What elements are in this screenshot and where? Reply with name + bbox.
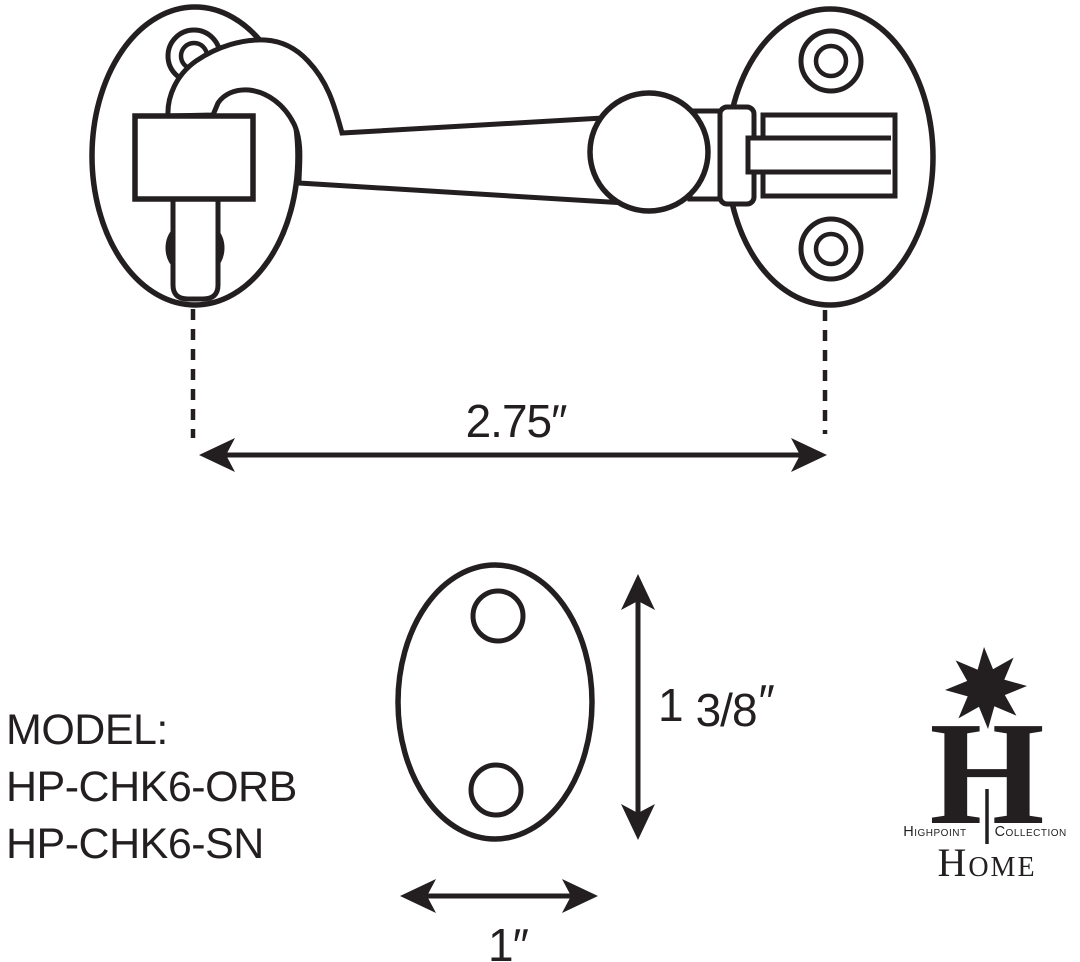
arrowhead-down-icon <box>621 804 655 840</box>
catch-post <box>170 196 221 302</box>
height-fraction: 3/8 <box>695 684 758 736</box>
plate-outline <box>395 562 595 842</box>
height-whole: 1 <box>658 679 684 731</box>
width-dimension-label: 2.75″ <box>396 394 636 448</box>
model-number-orb: HP-CHK6-ORB <box>6 763 297 811</box>
model-label: MODEL: <box>6 706 168 754</box>
starburst-icon <box>945 647 1027 729</box>
logo-brand-line: Highpoint Collection <box>868 824 1080 840</box>
model-number-sn: HP-CHK6-SN <box>6 820 264 868</box>
arrowhead-up-icon <box>621 574 655 610</box>
model-info: MODEL: HP-CHK6-ORB HP-CHK6-SN <box>6 702 297 873</box>
plate-width-dimension-label: 1″ <box>448 918 568 962</box>
height-dimension <box>621 574 655 840</box>
knob-ball <box>587 90 711 214</box>
plate-width-value: 1 <box>488 919 514 962</box>
plate-width-dimension <box>400 879 598 913</box>
arrowhead-left-icon <box>400 879 436 913</box>
brand-name-right: Collection <box>994 824 1067 840</box>
wordmark-text: Home <box>937 840 1037 885</box>
strike-pin-mask <box>746 136 890 174</box>
arrowhead-left-icon <box>199 438 235 472</box>
width-dimension <box>190 309 828 472</box>
plate-detail-view <box>395 562 595 842</box>
plate-width-unit: ″ <box>512 919 529 962</box>
right-screw-hole-bottom-inner <box>813 231 849 267</box>
brand-logo: H Highpoint Collection Home <box>860 640 1080 890</box>
arrowhead-right-icon <box>791 438 827 472</box>
right-screw-hole-top-inner <box>813 43 849 79</box>
logo-monogram: H <box>929 692 1045 856</box>
eye-block <box>132 113 256 202</box>
width-unit: ″ <box>551 395 567 447</box>
height-unit: ″ <box>758 675 775 727</box>
hook-arm <box>165 37 628 206</box>
plate-screw-hole-bottom <box>468 762 524 818</box>
latch-top-view <box>89 4 936 308</box>
arrowhead-right-icon <box>562 879 598 913</box>
logo-wordmark: Home <box>907 839 1067 886</box>
brand-name-left: Highpoint <box>903 824 967 840</box>
plate-screw-hole-top <box>470 588 526 644</box>
strike-pin <box>745 135 891 175</box>
width-value: 2.75 <box>465 395 553 447</box>
